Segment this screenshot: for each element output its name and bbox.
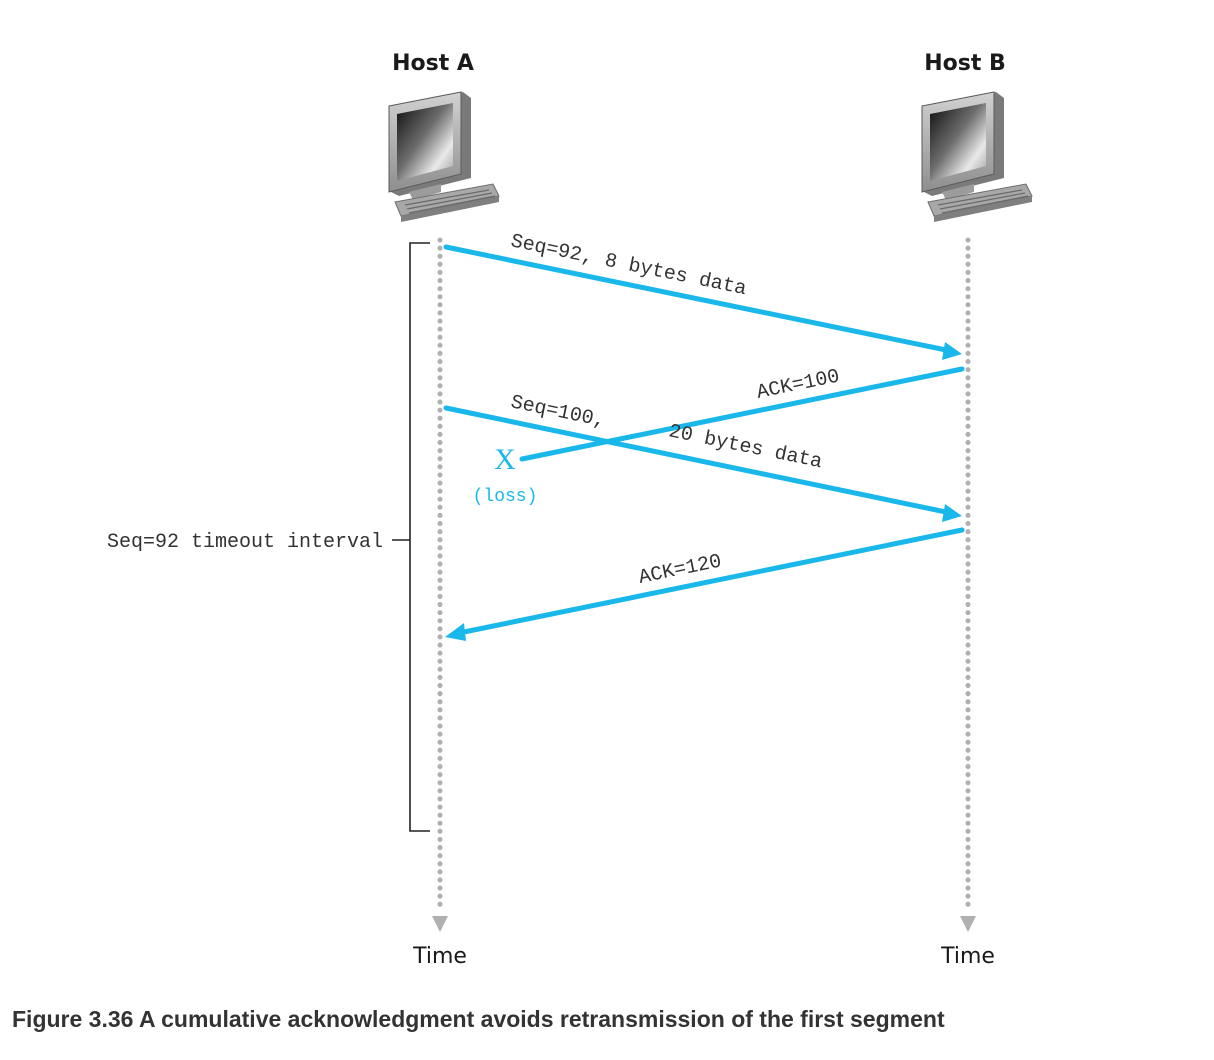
- desktop-computer-icon: [921, 91, 1033, 223]
- timeout-interval-bracket: [409, 242, 430, 832]
- host-b-time-arrowhead: [960, 916, 976, 932]
- seq92-arrowhead: [942, 342, 962, 360]
- ack120-arrowhead: [445, 623, 466, 641]
- host-a-time-label: Time: [412, 944, 467, 969]
- seq100-segment-label-part2: 20 bytes data: [667, 420, 824, 474]
- loss-x-icon: X: [494, 443, 516, 476]
- ack100-label: ACK=100: [755, 365, 842, 404]
- ack120-arrow: [461, 527, 965, 635]
- host-b-time-label: Time: [940, 944, 995, 969]
- figure-caption: Figure 3.36 A cumulative acknowledgment …: [12, 1006, 945, 1032]
- host-b-label: Host B: [924, 51, 1006, 76]
- host-a-time-arrowhead: [432, 916, 448, 932]
- host-a-label: Host A: [392, 51, 474, 76]
- seq100-segment-arrow: [443, 405, 949, 515]
- seq100-arrowhead: [942, 504, 962, 522]
- loss-label: (loss): [473, 487, 538, 507]
- seq100-segment-label-part1: Seq=100,: [509, 391, 608, 433]
- desktop-computer-icon: [388, 91, 500, 223]
- seq92-segment-arrow: [443, 244, 949, 353]
- timeout-interval-label: Seq=92 timeout interval: [107, 531, 383, 554]
- ack100-arrow: [519, 366, 965, 462]
